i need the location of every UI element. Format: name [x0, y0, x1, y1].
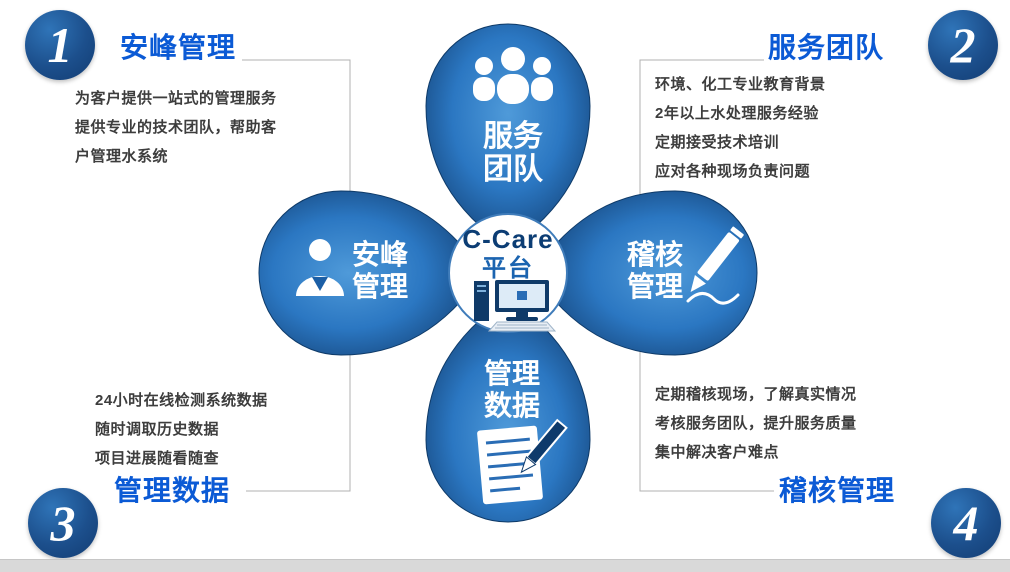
description-line: 提供专业的技术团队，帮助客	[75, 119, 277, 136]
connector-line-1	[242, 59, 351, 192]
manager-person-icon	[296, 239, 344, 296]
description-line: 2年以上水处理服务经验	[655, 105, 819, 122]
petal-right-label-line2: 管理	[627, 270, 683, 302]
description-line: 定期稽核现场，了解真实情况	[655, 386, 857, 403]
description-line: 环境、化工专业教育背景	[655, 76, 826, 93]
description-line: 定期接受技术培训	[655, 134, 780, 151]
desktop-computer-icon	[474, 280, 557, 332]
description-line: 项目进展随看随查	[95, 450, 220, 467]
petal-left-label-line2: 管理	[352, 270, 408, 302]
petal-bottom-label-line2: 数据	[484, 390, 540, 421]
description-line: 集中解决客户难点	[655, 444, 780, 461]
petal-left-shape	[258, 190, 484, 356]
team-people-icon	[473, 47, 553, 104]
section-heading-anfeng-management: 安峰管理	[120, 32, 237, 63]
description-line: 为客户提供一站式的管理服务	[75, 90, 277, 107]
petal-bottom-label-line1: 管理	[484, 357, 540, 389]
connector-line-2	[639, 59, 764, 199]
document-pen-icon	[477, 418, 568, 505]
connector-line-4	[639, 347, 774, 492]
section-text-management-data: 24小时在线检测系统数据 随时调取历史数据 项目进展随看随查	[95, 386, 268, 473]
description-line: 24小时在线检测系统数据	[95, 392, 268, 409]
section-heading-service-team: 服务团队	[768, 32, 885, 63]
section-heading-audit-management: 稽核管理	[779, 475, 896, 506]
petal-left-label-line1: 安峰	[352, 239, 408, 270]
pencil-icon	[686, 226, 744, 305]
petal-right-shape	[532, 190, 758, 356]
description-line: 考核服务团队，提升服务质量	[655, 415, 857, 432]
petal-right-label-line1: 稽核	[627, 239, 683, 270]
footer-bar	[0, 559, 1010, 572]
section-text-service-team: 环境、化工专业教育背景 2年以上水处理服务经验 定期接受技术培训 应对各种现场负…	[655, 70, 826, 186]
petal-bottom-shape	[425, 297, 591, 523]
section-heading-management-data: 管理数据	[114, 475, 231, 506]
description-line: 户管理水系统	[75, 148, 169, 165]
number-badge-4: 4	[931, 488, 1001, 558]
number-badge-1: 1	[25, 10, 95, 80]
number-badge-3: 3	[28, 488, 98, 558]
number-badge-2: 2	[928, 10, 998, 80]
connector-line-3	[246, 354, 351, 492]
center-title: C-Care	[462, 224, 553, 254]
petal-top-label-line1: 服务	[483, 120, 543, 153]
description-line: 应对各种现场负责问题	[655, 163, 811, 180]
petal-top-label-line2: 团队	[483, 153, 544, 186]
center-subtitle: 平台	[482, 254, 534, 282]
section-text-anfeng-management: 为客户提供一站式的管理服务 提供专业的技术团队，帮助客 户管理水系统	[75, 84, 277, 171]
description-line: 随时调取历史数据	[95, 421, 220, 438]
section-text-audit-management: 定期稽核现场，了解真实情况 考核服务团队，提升服务质量 集中解决客户难点	[655, 380, 857, 467]
